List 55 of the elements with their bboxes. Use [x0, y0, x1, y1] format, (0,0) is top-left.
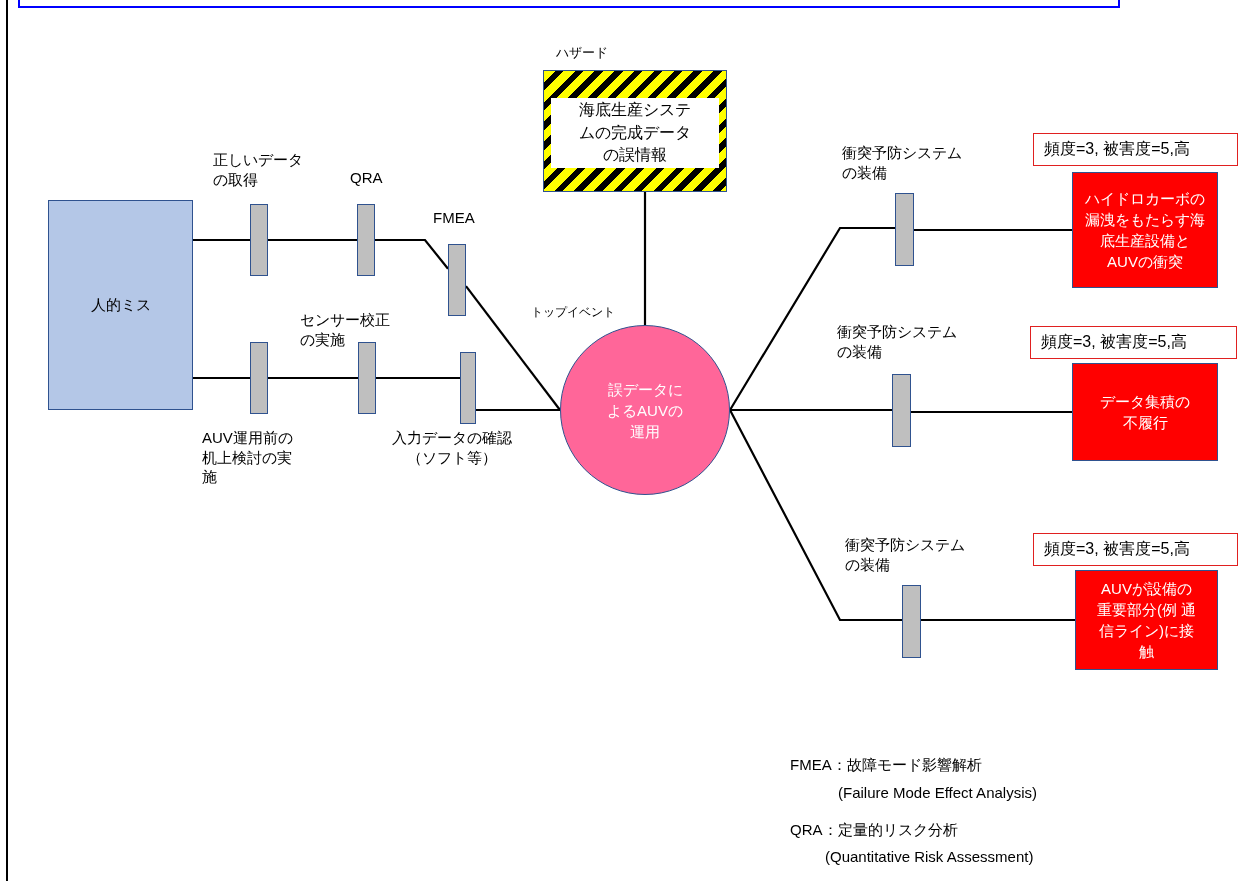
connector-line: [268, 376, 358, 380]
connector-line: [730, 408, 892, 412]
barrier-label: 衝突予防システムの装備: [837, 322, 957, 361]
consequence-box: [1072, 363, 1218, 461]
barrier-label: QRA: [350, 168, 384, 188]
connector-line: [729, 409, 902, 622]
top-event-label: 誤データによるAUVの運用: [606, 379, 684, 442]
note-text: (Failure Mode Effect Analysis): [838, 783, 1037, 803]
consequence-box: [1072, 172, 1218, 288]
connector-line: [268, 238, 357, 242]
barrier-bar: [902, 585, 921, 658]
top-event-heading: トップイベント: [531, 304, 615, 321]
risk-rating: 頻度=3, 被害度=5,高: [1044, 539, 1190, 559]
connector-line: [643, 192, 647, 325]
threat-box: [48, 200, 193, 410]
barrier-label: FMEA: [433, 208, 476, 228]
connector-line: [376, 376, 460, 380]
connector-line: [193, 238, 250, 242]
barrier-label: 正しいデータの取得: [213, 150, 304, 189]
risk-rating-box: [1033, 133, 1238, 166]
risk-rating: 頻度=3, 被害度=5,高: [1044, 139, 1190, 159]
consequence-label: ハイドロカーボの漏洩をもたらす海底生産設備とAUVの衝突: [1085, 189, 1205, 272]
consequence-label: データ集積の不履行: [1099, 392, 1191, 433]
connector-line: [465, 285, 561, 411]
risk-rating-box: [1033, 533, 1238, 566]
connector-line: [476, 408, 560, 412]
barrier-label: 衝突予防システムの装備: [842, 143, 962, 182]
barrier-label: センサー校正の実施: [300, 310, 391, 349]
connector-line: [911, 410, 1072, 414]
connector-line: [193, 376, 250, 380]
risk-rating: 頻度=3, 被害度=5,高: [1041, 332, 1187, 352]
barrier-bar: [895, 193, 914, 266]
barrier-bar: [250, 342, 268, 414]
barrier-bar: [448, 244, 466, 316]
note-text: (Quantitative Risk Assessment): [825, 847, 1034, 867]
risk-rating-box: [1030, 326, 1237, 359]
connector-line: [729, 226, 895, 411]
connector-line: [375, 238, 449, 270]
note-text: QRA：定量的リスク分析: [790, 820, 958, 840]
connector-line: [914, 228, 1072, 232]
barrier-bar: [250, 204, 268, 276]
barrier-label: 衝突予防システムの装備: [845, 535, 965, 574]
barrier-label: AUV運用前の机上検討の実施: [202, 428, 294, 487]
hazard-label: 海底生産システムの完成データの誤情報: [551, 98, 719, 168]
barrier-bar: [357, 204, 375, 276]
hazard-heading: ハザード: [556, 44, 608, 62]
consequence-label: AUVが設備の重要部分(例 通信ライン)に接触: [1095, 579, 1198, 662]
note-text: FMEA：故障モード影響解析: [790, 755, 982, 775]
barrier-bar: [358, 342, 376, 414]
barrier-bar: [460, 352, 476, 424]
connector-line: [921, 618, 1075, 622]
threat-label: 人的ミス: [89, 294, 152, 315]
barrier-bar: [892, 374, 911, 447]
consequence-box: [1075, 570, 1218, 670]
barrier-label: 入力データの確認（ソフト等）: [391, 428, 513, 467]
